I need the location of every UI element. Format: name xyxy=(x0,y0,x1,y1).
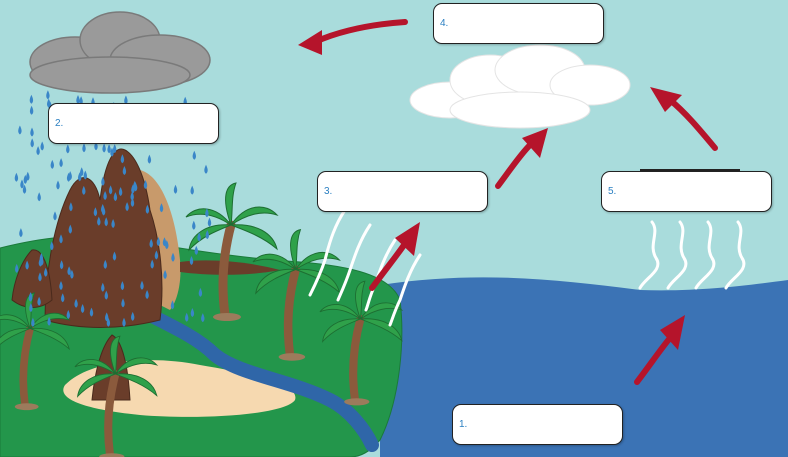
label-number: 4. xyxy=(440,17,449,29)
arrow-icon xyxy=(298,19,718,385)
vapor-icon-sea xyxy=(638,220,746,290)
label-box-5[interactable]: 5. xyxy=(601,171,772,212)
label-number: 5. xyxy=(608,185,617,197)
divider xyxy=(640,169,740,171)
label-number: 1. xyxy=(459,418,468,430)
white-cloud-icon xyxy=(409,44,631,129)
label-number: 2. xyxy=(55,117,64,129)
label-box-1[interactable]: 1. xyxy=(452,404,623,445)
label-number: 3. xyxy=(324,185,333,197)
label-box-4[interactable]: 4. xyxy=(433,3,604,44)
label-box-3[interactable]: 3. xyxy=(317,171,488,212)
label-box-2[interactable]: 2. xyxy=(48,103,219,144)
storm-cloud-icon xyxy=(29,11,211,94)
river xyxy=(143,308,379,452)
